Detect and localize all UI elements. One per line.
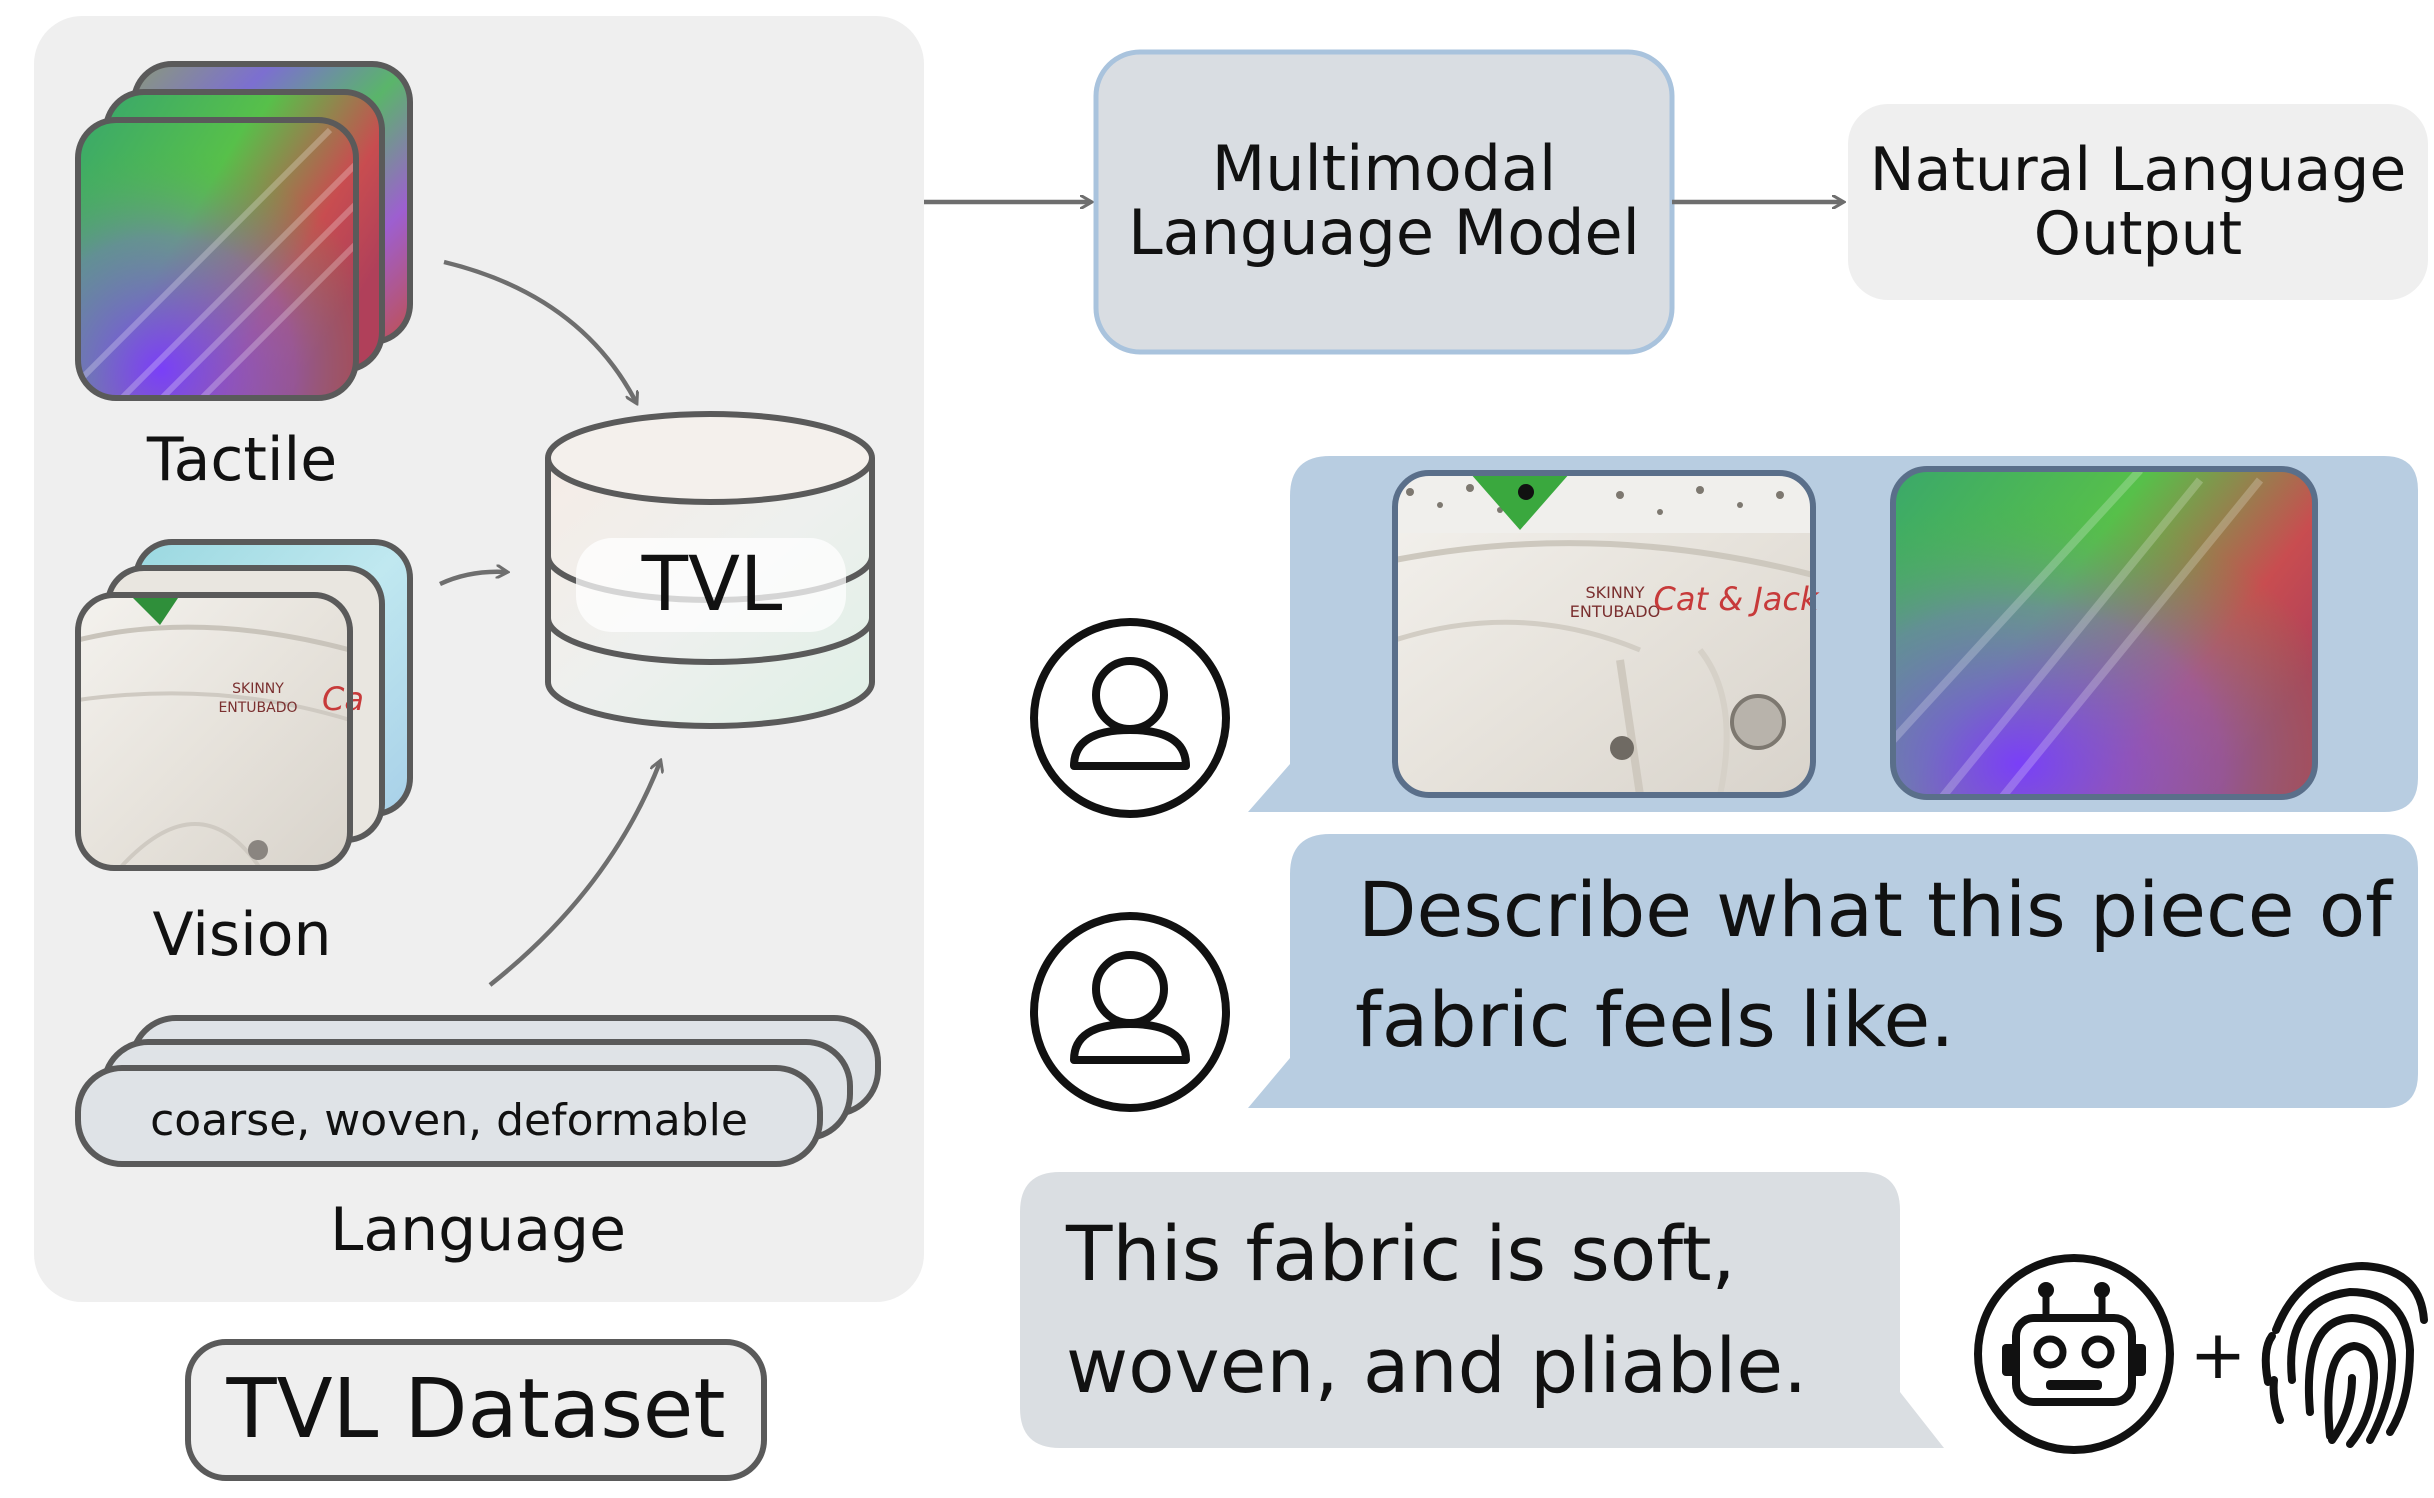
model-label-line1: Multimodal — [1212, 132, 1556, 205]
tvl-dataset-title: TVL Dataset — [225, 1362, 725, 1457]
tvl-database-label: TVL — [641, 539, 783, 628]
photo-tag-small: SKINNY — [1585, 583, 1644, 602]
photo-tag-small2: ENTUBADO — [1570, 602, 1660, 621]
tvl-database-cylinder — [545, 411, 875, 729]
tactile-label: Tactile — [146, 425, 337, 495]
fingerprint-icon — [2261, 1261, 2428, 1448]
tvl-dataset-title-box — [185, 1339, 767, 1481]
vision-photo: SKINNY ENTUBADO Cat & Jack — [1392, 470, 1820, 798]
output-label-line2: Output — [2034, 199, 2242, 269]
model-label-line2: Language Model — [1128, 196, 1640, 269]
vision-label: Vision — [152, 900, 331, 970]
vision-brand-fragment: Ca — [322, 680, 364, 718]
arrow-vision-to-tvl — [439, 572, 506, 587]
photo-brand: Cat & Jack — [1654, 580, 1820, 618]
natural-language-output-box — [1848, 104, 2428, 300]
model-response-bubble — [1020, 1172, 1944, 1448]
tactile-photo — [1890, 466, 2318, 800]
tactile-image-stack — [75, 61, 413, 401]
response-line2: woven, and pliable. — [1066, 1321, 1807, 1410]
language-label: Language — [330, 1195, 626, 1265]
vision-image-stack: SKINNY ENTUBADO Ca — [75, 539, 413, 871]
robot-icon — [1974, 1254, 2174, 1454]
user-icon — [1030, 618, 1230, 818]
user-prompt-line1: Describe what this piece of — [1358, 865, 2394, 954]
user-prompt-bubble — [1248, 834, 2418, 1108]
language-card-stack — [75, 1015, 881, 1167]
vision-tag-small2: ENTUBADO — [218, 700, 297, 716]
arrow-tactile-to-tvl — [443, 259, 636, 402]
user-prompt-line2: fabric feels like. — [1355, 975, 1954, 1064]
arrow-language-to-tvl — [488, 762, 660, 987]
response-line1: This fabric is soft, — [1065, 1209, 1736, 1298]
vision-tag-small: SKINNY — [232, 681, 284, 697]
language-sample-text: coarse, woven, deformable — [150, 1095, 748, 1146]
user-icon — [1030, 912, 1230, 1112]
plus-sign: + — [2190, 1316, 2247, 1395]
output-label-line1: Natural Language — [1870, 135, 2406, 205]
